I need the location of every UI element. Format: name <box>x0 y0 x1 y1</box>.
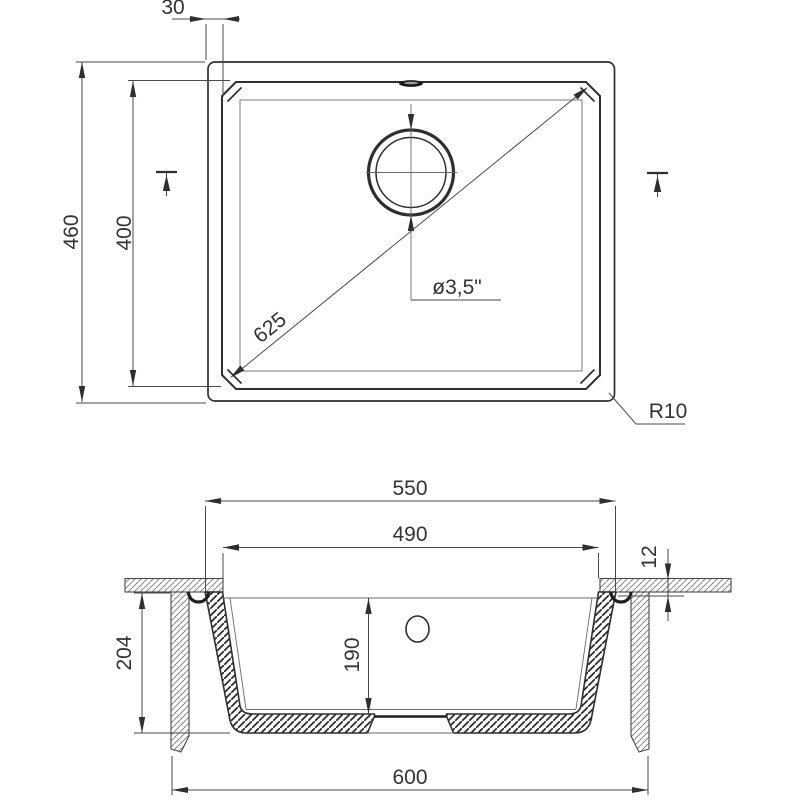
clamp-symbol-left <box>156 170 177 196</box>
dim-460: 460 <box>60 61 206 404</box>
dim-190: 190 <box>341 598 372 714</box>
corner-line-tl <box>226 86 243 103</box>
overflow-slot-highlight <box>404 81 418 85</box>
overflow-hole <box>405 615 430 643</box>
dim-12-label: 12 <box>638 545 661 568</box>
cabinet-panel-left <box>170 591 190 753</box>
diagonal-line <box>234 89 586 375</box>
dim-400: 400 <box>113 80 230 387</box>
dim-550: 550 <box>205 477 616 592</box>
bowl-corner-projection-right <box>575 597 593 710</box>
bowl-slope-inner-edge <box>239 99 583 372</box>
dim-30: 30 <box>161 0 240 97</box>
corner-line-bl <box>226 368 243 385</box>
r10-label: R10 <box>649 400 688 423</box>
bowl-opening-outline <box>221 81 601 390</box>
cabinet-panel-right <box>630 591 650 753</box>
bowl-corner-projection-left <box>229 597 247 710</box>
dim-550-label: 550 <box>392 477 427 500</box>
top-view: ø3,5" 625 R10 30 <box>60 0 688 425</box>
diagonal-arrow-bl <box>230 365 245 378</box>
section-view: 550 490 12 204 <box>113 477 732 795</box>
mounting-clip-left <box>186 591 211 604</box>
mounting-clip-right <box>609 591 633 604</box>
dim-490-label: 490 <box>392 523 427 546</box>
drain-dim-arrow-bottom <box>407 215 415 231</box>
clamp-symbol-right <box>647 171 668 197</box>
dim-400-label: 400 <box>113 215 136 250</box>
dim-600: 600 <box>171 756 649 795</box>
drain-dim-arrow-top <box>407 114 415 130</box>
corner-line-br <box>579 368 596 385</box>
sink-section-right <box>445 591 617 734</box>
dim-490: 490 <box>222 523 599 578</box>
r10-leader-line <box>608 392 685 425</box>
countertop-left <box>124 577 224 593</box>
dim-460-label: 460 <box>60 214 83 249</box>
dim-12: 12 <box>618 545 684 621</box>
dim-600-label: 600 <box>392 766 427 789</box>
diagonal-arrow-tr <box>573 87 588 100</box>
countertop-right <box>599 577 732 593</box>
dim-30-label: 30 <box>161 0 184 19</box>
diagonal-dim-label: 625 <box>249 308 291 348</box>
sink-outer-outline <box>207 61 616 402</box>
dim-204-label: 204 <box>113 635 136 670</box>
dim-190-label: 190 <box>341 637 364 672</box>
dim-204: 204 <box>113 592 230 734</box>
drain-dim-label: ø3,5" <box>432 276 481 299</box>
